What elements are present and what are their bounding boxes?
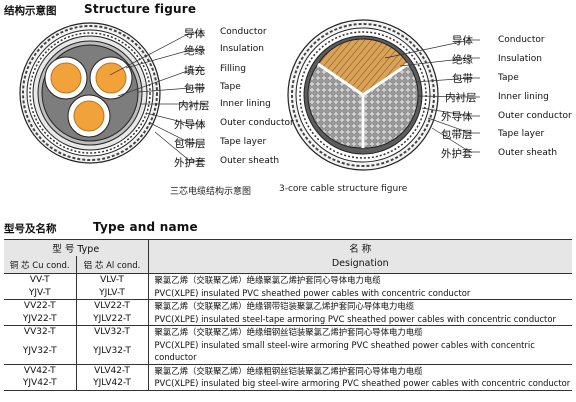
right-label-cn: 内衬层	[445, 92, 477, 104]
right-label-cn: 包带层	[441, 129, 473, 141]
right-label-cn: 包带	[452, 73, 473, 85]
right-label-en: Tape	[498, 73, 519, 83]
type-name-table: 型 号 Type 名 称 Designation 铜 芯 Cu cond. 铝 …	[4, 239, 572, 391]
left-label-cn: 包带	[184, 83, 205, 95]
cu-model: VV-T	[4, 273, 76, 287]
right-leader-lines	[384, 39, 480, 153]
types-title-en: Type and name	[93, 220, 198, 234]
left-label-en: Conductor	[220, 27, 267, 37]
designation-cn: 聚氯乙烯（交联聚乙烯）绝缘细钢丝铠装聚氯乙烯护套同心导体电力电缆	[147, 325, 572, 339]
left-label-en: Filling	[220, 64, 246, 74]
structure-title-cn: 结构示意图	[4, 5, 57, 17]
header-model-en: Type	[77, 244, 100, 255]
right-label-en: Outer sheath	[498, 148, 558, 158]
designation-en: PVC(XLPE) insulated small steel-wire arm…	[147, 338, 572, 364]
al-model: VLV32-T	[75, 325, 148, 339]
left-label-en: Outer sheath	[220, 156, 280, 166]
al-model: YJLV42-T	[75, 377, 148, 390]
cu-model: YJV32-T	[22, 345, 57, 356]
al-model: VLV22-T	[75, 299, 148, 313]
right-label-en: Outer conductor	[498, 111, 572, 121]
designation-cn: 聚氯乙烯（交联聚乙烯）绝缘聚氯乙烯护套同心导体电力电缆	[147, 273, 572, 287]
header-name-en: Designation	[331, 257, 389, 269]
left-leader-lines	[109, 32, 205, 162]
right-label-cn: 导体	[452, 35, 473, 47]
designation-cn: 聚氯乙烯（交联聚乙烯）绝缘钢带铠装聚氯乙烯护套同心导体电力电缆	[147, 299, 572, 313]
left-label-cn: 绝缘	[184, 45, 205, 57]
designation-en: PVC(XLPE) insulated big steel-wire armor…	[147, 377, 572, 390]
left-label-en: Outer conductor	[220, 118, 294, 128]
right-cable-drawing	[287, 19, 439, 171]
left-label-en: Insulation	[220, 44, 265, 54]
designation-en: PVC(XLPE) insulated steel-tape armoring …	[147, 312, 572, 326]
al-model: YJLV-T	[75, 286, 148, 300]
designation-en: PVC(XLPE) insulated PVC sheathed power c…	[147, 286, 572, 300]
figure-caption-cn: 三芯电缆结构示意图	[170, 187, 252, 197]
al-model: VLV42-T	[75, 363, 148, 377]
structure-title-en: Structure figure	[84, 2, 197, 16]
header-name-cn: 名 称	[349, 243, 372, 255]
cu-model: VV22-T	[4, 299, 76, 313]
cu-model: VV32-T	[4, 325, 76, 339]
right-label-en: Tape layer	[498, 129, 545, 139]
al-model: YJLV22-T	[75, 312, 148, 326]
header-model-cn: 型 号	[52, 244, 75, 255]
al-model: VLV-T	[75, 273, 148, 287]
right-label-en: Conductor	[498, 35, 545, 45]
left-label-cn: 内衬层	[178, 100, 210, 112]
right-label-cn: 绝缘	[452, 54, 473, 66]
left-label-cn: 外导体	[174, 119, 206, 131]
right-label-cn: 外导体	[441, 111, 473, 123]
header-cu: 铜 芯 Cu cond.	[4, 256, 76, 274]
cu-model: YJV22-T	[22, 313, 57, 324]
right-label-cn: 外护套	[441, 148, 473, 160]
left-label-cn: 外护套	[174, 157, 206, 169]
figure-caption-en: 3-core cable structure figure	[279, 184, 408, 194]
left-label-en: Tape layer	[220, 137, 267, 147]
left-label-en: Tape	[220, 82, 241, 92]
right-label-en: Insulation	[498, 54, 543, 64]
header-al: 铝 芯 Al cond.	[75, 256, 148, 274]
left-label-cn: 填充	[184, 65, 205, 77]
cu-model: YJV-T	[28, 287, 51, 298]
left-cable-drawing	[19, 22, 161, 164]
left-label-cn: 导体	[184, 28, 205, 40]
types-title-cn: 型号及名称	[4, 223, 57, 235]
right-label-en: Inner lining	[498, 92, 549, 102]
cu-model: YJV42-T	[22, 378, 57, 388]
left-label-en: Inner lining	[220, 99, 271, 109]
designation-cn: 聚氯乙烯（交联聚乙烯）绝缘粗钢丝铠装聚氯乙烯护套同心导体电力电缆	[147, 363, 572, 377]
header-model: 型 号 Type	[4, 239, 148, 256]
cu-model: VV42-T	[4, 363, 76, 377]
left-label-cn: 包带层	[174, 138, 206, 150]
al-model: YJLV32-T	[75, 338, 148, 364]
header-designation: 名 称 Designation	[147, 239, 572, 274]
